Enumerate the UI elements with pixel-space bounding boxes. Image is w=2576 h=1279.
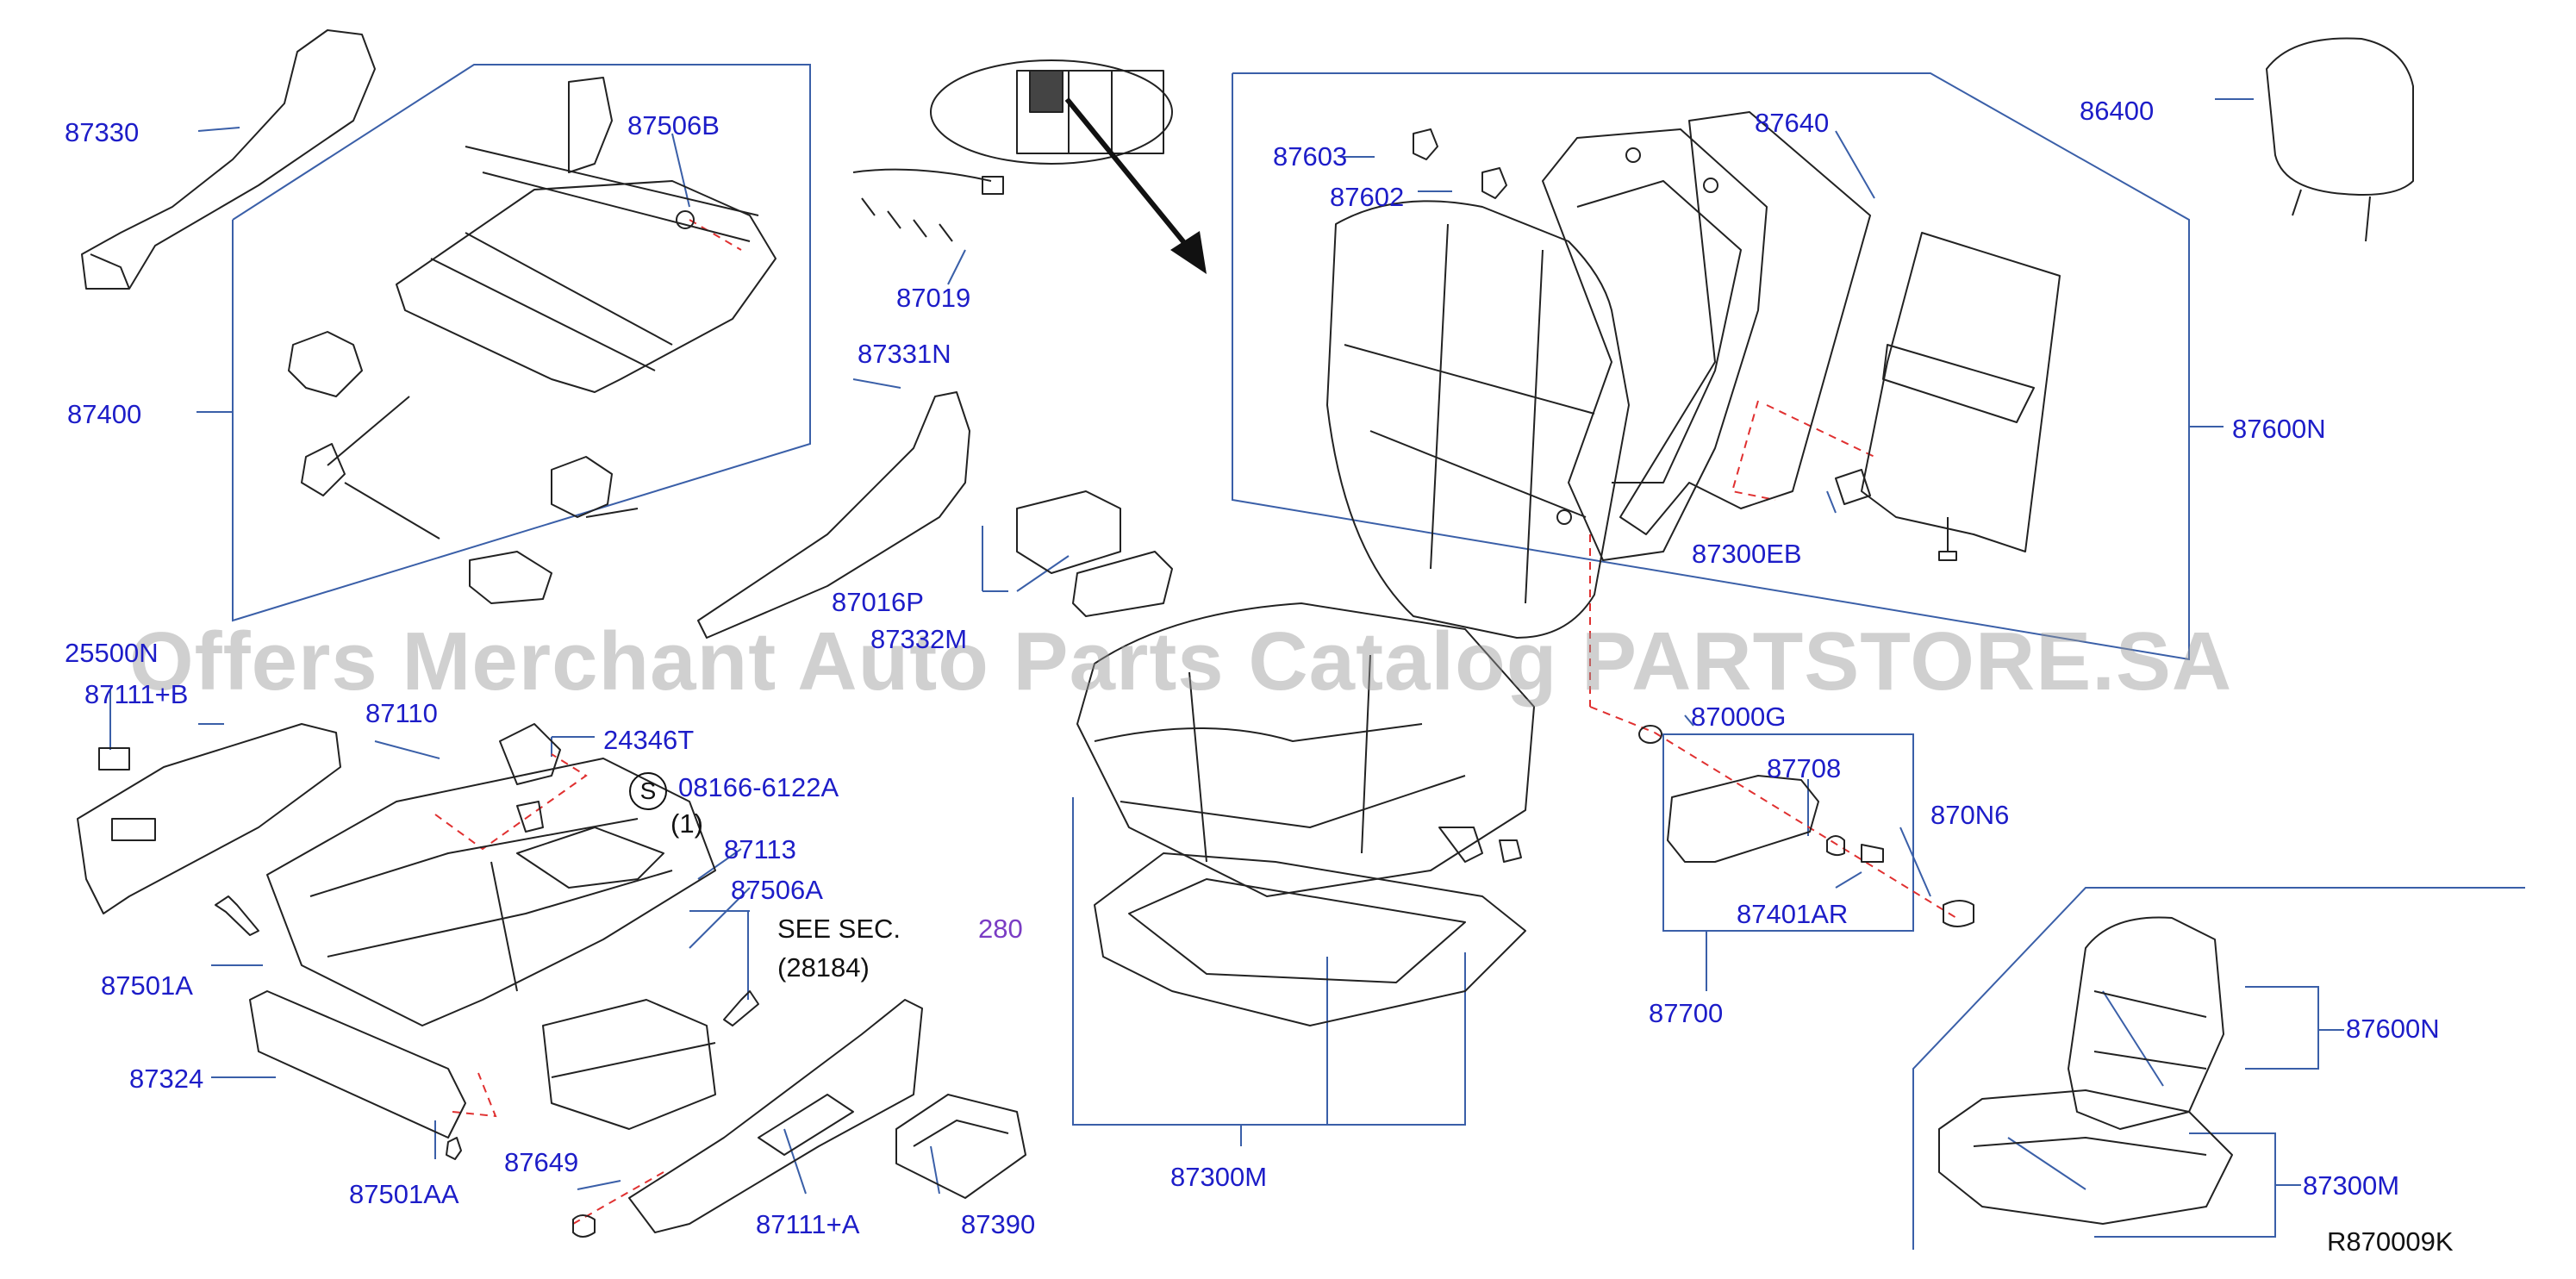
part-label-87331n[interactable]: 87331N (858, 339, 951, 369)
part-label-24346t[interactable]: 24346T (603, 725, 695, 755)
part-label-87600n-top[interactable]: 87600N (2232, 414, 2326, 444)
part-label-870n6[interactable]: 870N6 (1930, 800, 2010, 830)
part-label-87330[interactable]: 87330 (65, 117, 140, 147)
part-label-87501a[interactable]: 87501A (101, 970, 193, 1001)
see-section-link[interactable]: 280 (978, 914, 1023, 944)
part-label-08166-6122a[interactable]: 08166-6122A (678, 772, 839, 802)
part-label-87600n-inset[interactable]: 87600N (2346, 1014, 2440, 1044)
part-label-25500n[interactable]: 25500N (65, 638, 159, 668)
component-drawings (77, 29, 2414, 1238)
part-label-87111a[interactable]: 87111+A (756, 1209, 860, 1239)
part-quantity-08166: (1) (671, 808, 703, 839)
part-label-87401ar[interactable]: 87401AR (1737, 899, 1849, 929)
part-label-87300m-inset[interactable]: 87300M (2303, 1170, 2400, 1201)
part-label-87700[interactable]: 87700 (1649, 998, 1724, 1028)
part-label-87332m[interactable]: 87332M (870, 624, 968, 654)
part-label-87649[interactable]: 87649 (504, 1147, 579, 1177)
watermark-text: Offers Merchant Auto Parts Catalog PARTS… (129, 615, 2233, 708)
part-label-87400[interactable]: 87400 (67, 399, 142, 429)
part-label-87324[interactable]: 87324 (129, 1064, 204, 1094)
part-label-87708[interactable]: 87708 (1767, 753, 1842, 783)
part-label-87113[interactable]: 87113 (724, 834, 796, 864)
part-label-87016p[interactable]: 87016P (832, 587, 924, 617)
part-label-87603[interactable]: 87603 (1273, 141, 1348, 172)
s-symbol-circle: S (629, 772, 667, 810)
assembly-dashed-lines (434, 219, 1957, 1225)
part-label-87506b[interactable]: 87506B (627, 110, 720, 140)
part-label-87640[interactable]: 87640 (1755, 108, 1830, 138)
part-label-87110[interactable]: 87110 (365, 698, 438, 728)
arrow-indicator (1064, 97, 1207, 274)
part-label-87390[interactable]: 87390 (961, 1209, 1036, 1239)
see-section-ref: (28184) (777, 952, 870, 983)
part-label-87300eb[interactable]: 87300EB (1692, 539, 1802, 569)
part-label-87000g[interactable]: 87000G (1691, 702, 1787, 732)
part-label-87300m-mid[interactable]: 87300M (1170, 1162, 1268, 1192)
frame-lines (109, 64, 2525, 1250)
diagram-code: R870009K (2327, 1226, 2454, 1257)
part-label-87019[interactable]: 87019 (896, 283, 971, 313)
see-section-text: SEE SEC. (777, 914, 901, 944)
part-label-87602[interactable]: 87602 (1330, 182, 1405, 212)
part-label-87501aa[interactable]: 87501AA (349, 1179, 459, 1209)
part-label-86400[interactable]: 86400 (2080, 96, 2155, 126)
part-label-87111b[interactable]: 87111+B (84, 679, 189, 709)
part-label-87506a[interactable]: 87506A (731, 875, 823, 905)
